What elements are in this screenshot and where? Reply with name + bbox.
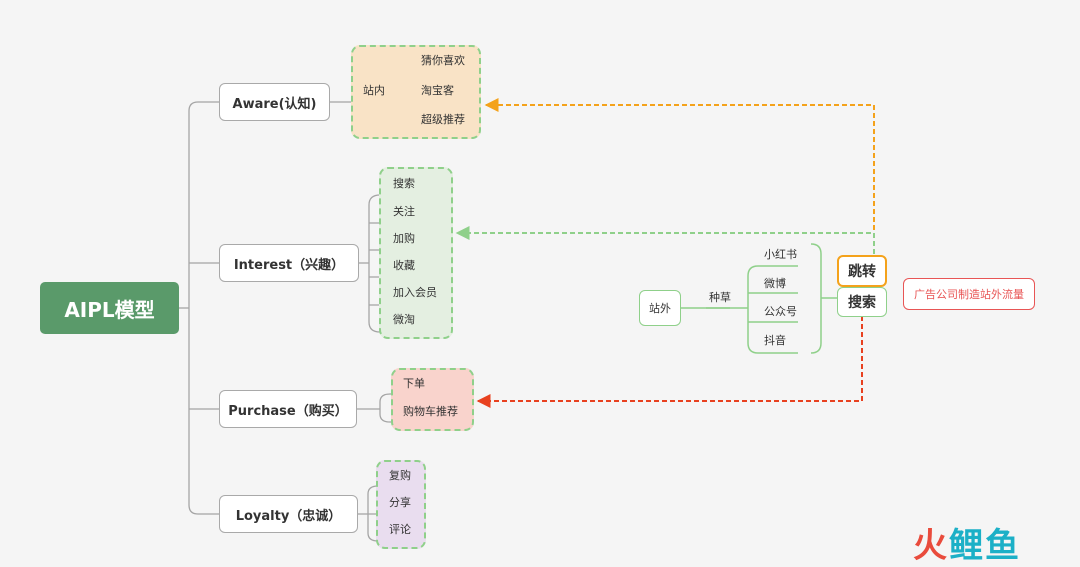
- offsite-node: 站外: [639, 290, 681, 326]
- offsite-channel: 小红书: [764, 248, 797, 261]
- stage-interest-node: Interest（兴趣）: [219, 244, 359, 282]
- purchase-item: 购物车推荐: [403, 405, 458, 418]
- jump-action-node: 跳转: [837, 255, 887, 287]
- interest-item: 加入会员: [393, 286, 437, 299]
- aware-item: 淘宝客: [421, 84, 454, 97]
- purchase-item: 下单: [403, 377, 425, 390]
- offsite-channel: 抖音: [764, 334, 786, 347]
- aware-item: 超级推荐: [421, 113, 465, 126]
- interest-item: 收藏: [393, 259, 415, 272]
- loyalty-item: 分享: [389, 496, 411, 509]
- brand-fire-char: 火: [913, 526, 949, 566]
- loyalty-item: 评论: [389, 523, 411, 536]
- aware-item: 猜你喜欢: [421, 54, 465, 67]
- purchase-group-box: [391, 368, 474, 431]
- interest-item: 搜索: [393, 177, 415, 190]
- loyalty-item: 复购: [389, 469, 411, 482]
- aware-onsite-label: 站内: [363, 84, 385, 97]
- stage-purchase-node: Purchase（购买）: [219, 390, 357, 428]
- offsite-branch-label: 种草: [709, 291, 731, 304]
- brand-carp-chars: 鲤鱼: [949, 526, 1021, 566]
- brand-watermark: 火鲤鱼: [913, 518, 1021, 567]
- interest-group-box: [379, 167, 453, 339]
- offsite-channel: 微博: [764, 277, 786, 290]
- root-node: AIPL模型: [40, 282, 179, 334]
- offsite-channel: 公众号: [764, 305, 797, 318]
- interest-item: 加购: [393, 232, 415, 245]
- aware-group-box: [351, 45, 481, 139]
- interest-item: 关注: [393, 205, 415, 218]
- search-action-node: 搜索: [837, 287, 887, 317]
- interest-item: 微淘: [393, 313, 415, 326]
- loyalty-group-box: [376, 460, 426, 549]
- stage-loyalty-node: Loyalty（忠诚）: [219, 495, 358, 533]
- stage-aware-node: Aware(认知): [219, 83, 330, 121]
- ad-agency-note: 广告公司制造站外流量: [903, 278, 1035, 310]
